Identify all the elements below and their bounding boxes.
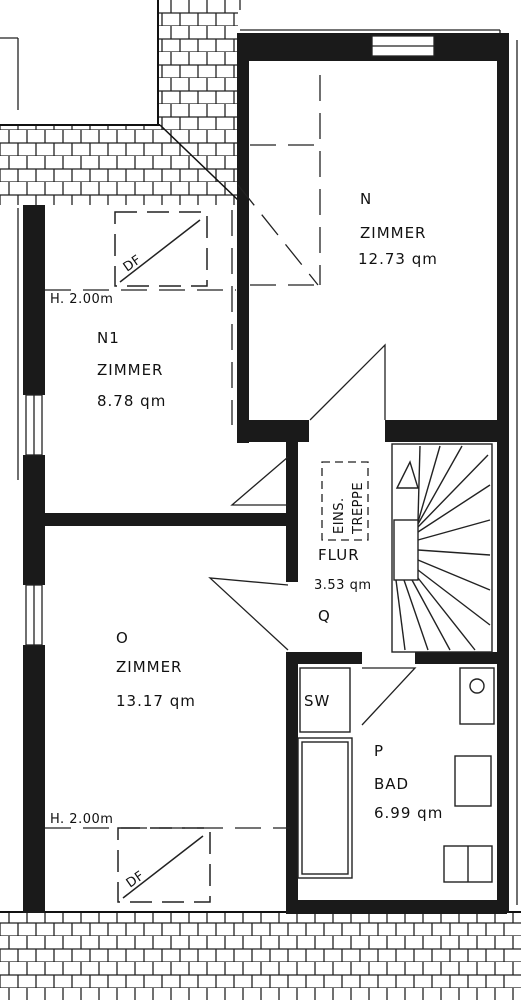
room-n1-area: 8.78 qm xyxy=(97,392,166,410)
skylight-n1: DF xyxy=(114,211,208,287)
room-bad-letter: P xyxy=(374,742,384,760)
room-flur-area: 3.53 qm xyxy=(314,578,372,593)
stair-label-line-2: TREPPE xyxy=(351,482,366,535)
room-n1-name: ZIMMER xyxy=(97,361,163,379)
wall-bottom xyxy=(286,900,507,914)
room-n-area: 12.73 qm xyxy=(358,250,438,268)
room-o-area: 13.17 qm xyxy=(116,692,196,710)
wall-left-upper xyxy=(23,205,45,395)
staircase xyxy=(391,443,493,653)
wall-n-bottom-right xyxy=(385,420,507,442)
roof-left-strip xyxy=(0,125,238,205)
windows xyxy=(25,35,435,646)
door-o xyxy=(208,577,289,651)
room-o-letter: O xyxy=(116,629,129,647)
sw-cabinet xyxy=(299,667,351,733)
bath-fixtures xyxy=(297,667,495,883)
wc-box xyxy=(459,667,495,725)
stair-outline xyxy=(391,443,493,653)
doors xyxy=(208,343,417,726)
washbasin xyxy=(454,755,492,807)
wall-n-right xyxy=(497,33,509,913)
room-n-name: ZIMMER xyxy=(360,224,426,242)
wall-flur-left xyxy=(286,437,298,582)
stair-label-box: EINS. TREPPE xyxy=(321,461,369,541)
wall-bad-left xyxy=(286,652,298,912)
door-n1 xyxy=(230,456,289,506)
room-o-height: H. 2.00m xyxy=(50,812,113,827)
room-n-letter: N xyxy=(360,190,372,208)
wall-bad-top-right xyxy=(415,652,507,664)
bathtub xyxy=(297,737,353,879)
wc-bowl xyxy=(469,678,485,694)
door-bad xyxy=(361,667,417,726)
room-o-name: ZIMMER xyxy=(116,658,182,676)
room-n1-letter: N1 xyxy=(97,329,120,347)
bathtub-inner xyxy=(301,741,349,875)
room-bad-name: BAD xyxy=(374,775,409,793)
wall-bad-top xyxy=(286,652,362,664)
stair-label-line-1: EINS. xyxy=(332,497,347,534)
room-n1-height: H. 2.00m xyxy=(50,292,113,307)
wall-n-left xyxy=(237,33,249,443)
wall-n1-o xyxy=(23,513,298,526)
skylight-o-label: DF xyxy=(124,868,148,891)
skylight-o: DF xyxy=(117,827,211,903)
bath-sw-label: SW xyxy=(304,692,330,710)
skylight-n1-label: DF xyxy=(121,252,145,275)
wall-n-bottom-left xyxy=(237,420,309,442)
room-bad-area: 6.99 qm xyxy=(374,804,443,822)
room-flur-letter: Q xyxy=(318,607,331,625)
wall-left-lower xyxy=(23,645,45,913)
room-flur-name: FLUR xyxy=(318,546,360,564)
door-n xyxy=(309,343,386,421)
walls xyxy=(23,33,509,914)
stair-core xyxy=(393,519,419,581)
roof-bottom-strip xyxy=(0,912,521,1000)
stair-arrow xyxy=(395,460,419,489)
